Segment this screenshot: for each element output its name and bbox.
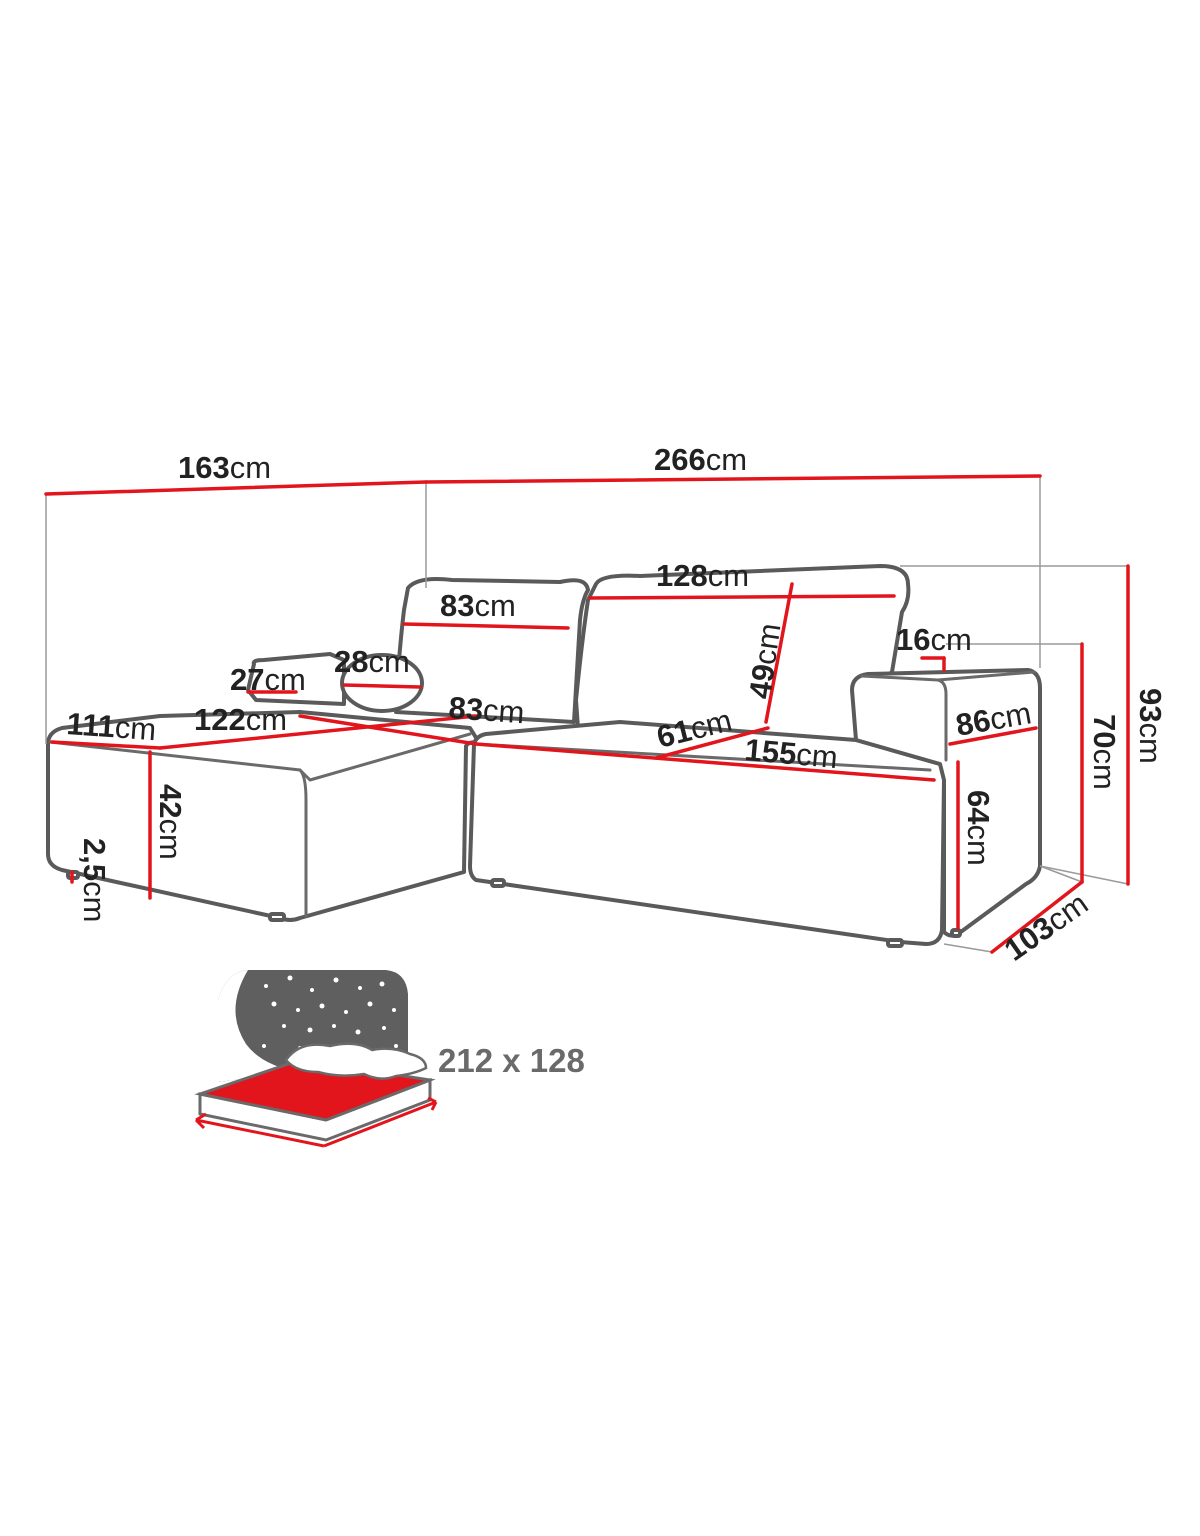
dim-line-266 bbox=[424, 474, 1042, 484]
dim-line-61 bbox=[654, 726, 770, 760]
label-70: 70cm bbox=[1087, 714, 1122, 790]
sleeping-area-label: 212 x 128 bbox=[438, 1042, 585, 1079]
label-83-seat: 83cm bbox=[448, 690, 526, 730]
dim-line-111 bbox=[50, 740, 162, 750]
stars-icon bbox=[262, 975, 398, 1050]
chaise-seat-top bbox=[48, 732, 472, 782]
label-155: 155cm bbox=[743, 732, 839, 775]
dim-line-86 bbox=[948, 726, 1038, 746]
dim-line-128 bbox=[588, 594, 896, 600]
label-49: 49cm bbox=[742, 621, 787, 701]
label-128: 128cm bbox=[656, 558, 749, 593]
label-122: 122cm bbox=[194, 702, 287, 737]
label-64: 64cm bbox=[961, 790, 996, 866]
mattress-dim-arrow-left bbox=[194, 1112, 325, 1148]
label-93: 93cm bbox=[1133, 688, 1168, 764]
main-seat-body bbox=[468, 720, 947, 946]
dimension-labels: 163cm 266cm 83cm 128cm 16cm 28cm 27cm 49… bbox=[66, 442, 1168, 968]
label-163: 163cm bbox=[178, 450, 271, 485]
label-103: 103cm bbox=[998, 886, 1094, 968]
label-111: 111cm bbox=[66, 706, 158, 747]
dim-line-122 bbox=[158, 714, 478, 750]
label-83-back: 83cm bbox=[440, 588, 516, 623]
mattress-dim-arrow-right bbox=[323, 1096, 438, 1148]
bed-night-stars-icon bbox=[194, 970, 438, 1148]
sofa-outline bbox=[46, 564, 1042, 948]
foot-3 bbox=[490, 878, 506, 888]
right-armrest-top bbox=[860, 670, 1036, 762]
foot-5 bbox=[950, 928, 962, 938]
chaise-body bbox=[46, 710, 482, 922]
dimension-lines bbox=[44, 474, 1130, 954]
back-cushion-right bbox=[574, 564, 911, 748]
moon-icon bbox=[218, 970, 300, 1082]
extension-lines bbox=[45, 476, 1129, 953]
label-42: 42cm bbox=[153, 784, 188, 860]
foot-4 bbox=[886, 938, 904, 948]
label-28: 28cm bbox=[334, 644, 410, 679]
chaise-front-edge bbox=[298, 768, 308, 918]
label-27: 27cm bbox=[230, 662, 306, 697]
dim-line-28 bbox=[342, 683, 422, 689]
label-61: 61cm bbox=[653, 702, 735, 754]
label-16: 16cm bbox=[896, 622, 972, 657]
label-86: 86cm bbox=[953, 695, 1034, 743]
foot-2 bbox=[268, 912, 286, 922]
round-pillow bbox=[340, 653, 424, 713]
label-2-5: 2,5cm bbox=[77, 838, 112, 922]
dim-line-83-seat bbox=[298, 714, 478, 746]
pillow-icon bbox=[284, 1042, 428, 1080]
dim-line-155 bbox=[474, 742, 936, 782]
dim-line-83-back bbox=[402, 622, 570, 630]
dim-line-103 bbox=[990, 880, 1084, 954]
dim-line-49 bbox=[764, 582, 794, 724]
dim-line-163 bbox=[44, 480, 428, 496]
label-266: 266cm bbox=[654, 442, 747, 477]
